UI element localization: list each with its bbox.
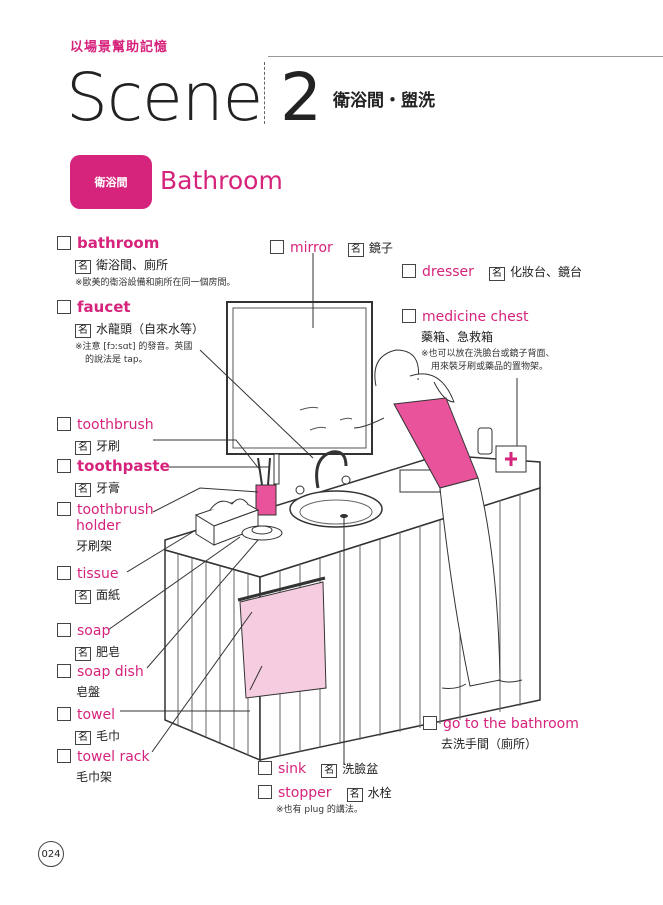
def-dresser: 化妝台、鏡台	[510, 265, 583, 279]
scene-subtitle: 衛浴間・盥洗	[333, 91, 435, 111]
section-badge: 衛浴間	[70, 155, 152, 209]
scene-number: 2	[280, 59, 322, 136]
checkbox[interactable]	[402, 264, 416, 278]
pos-noun: 名	[75, 590, 91, 604]
vocab-tissue: tissue 名面紙	[57, 563, 120, 604]
term-bathroom: bathroom	[77, 234, 160, 252]
def-towel: 毛巾	[96, 729, 121, 743]
term-stopper: stopper	[278, 785, 332, 801]
term-mirror: mirror	[290, 240, 333, 256]
page-number: 024	[38, 841, 64, 867]
term-soap-dish: soap dish	[77, 664, 144, 680]
def-sink: 洗臉盆	[342, 762, 379, 776]
checkbox[interactable]	[57, 707, 71, 721]
def-towel-rack: 毛巾架	[76, 770, 113, 784]
def-tissue: 面紙	[96, 588, 121, 602]
checkbox[interactable]	[57, 664, 71, 678]
def-toothbrush-holder: 牙刷架	[76, 539, 113, 553]
vocab-soap: soap 名肥皂	[57, 620, 120, 661]
def-go-to-bathroom: 去洗手間（廁所）	[441, 737, 538, 751]
scene-title: Scene	[66, 59, 263, 136]
vocab-stopper: stopper 名水栓 ※也有 plug 的講法。	[258, 782, 392, 817]
def-stopper: 水栓	[367, 786, 392, 800]
pos-noun: 名	[75, 441, 91, 455]
checkbox[interactable]	[57, 623, 71, 637]
checkbox[interactable]	[402, 309, 416, 323]
section-title: Bathroom	[160, 166, 283, 195]
checkbox[interactable]	[57, 417, 71, 431]
pos-noun: 名	[75, 260, 91, 274]
def-bathroom: 衛浴間、廁所	[96, 258, 169, 272]
checkbox[interactable]	[57, 566, 71, 580]
term-toothbrush-holder-1: toothbrush	[77, 502, 154, 518]
checkbox[interactable]	[258, 785, 272, 799]
note-faucet-2: 的說法是 tap。	[85, 355, 148, 365]
term-sink: sink	[278, 761, 307, 777]
pos-noun: 名	[347, 243, 364, 257]
checkbox[interactable]	[57, 236, 71, 250]
note-medicine-chest-1: ※也可以放在洗臉台或鏡子背面、	[421, 349, 555, 359]
kicker-text: 以場景幫助記憶	[70, 40, 169, 55]
vocab-mirror: mirror 名鏡子	[270, 237, 393, 257]
vocab-sink: sink 名洗臉盆	[258, 758, 378, 778]
def-mirror: 鏡子	[368, 241, 393, 255]
title-divider	[264, 62, 265, 124]
def-soap: 肥皂	[96, 645, 121, 659]
term-tissue: tissue	[77, 566, 119, 582]
term-soap: soap	[77, 623, 111, 639]
term-go-to-bathroom: go to the bathroom	[443, 716, 579, 732]
vocab-dresser: dresser 名化妝台、鏡台	[402, 261, 582, 281]
note-faucet-1: ※注意 [fɔːsɑt] 的發音。英國	[75, 342, 193, 352]
checkbox[interactable]	[57, 749, 71, 763]
pos-noun: 名	[75, 324, 91, 338]
pos-noun: 名	[75, 647, 91, 661]
def-medicine-chest: 藥箱、急救箱	[421, 330, 494, 344]
vocab-toothbrush: toothbrush 名牙刷	[57, 414, 154, 455]
def-toothbrush: 牙刷	[96, 439, 121, 453]
vocab-toothbrush-holder: toothbrush holder 牙刷架	[57, 499, 154, 554]
term-towel: towel	[77, 707, 116, 723]
term-toothbrush-holder-2: holder	[76, 518, 121, 534]
pos-noun: 名	[346, 788, 363, 802]
vocab-soap-dish: soap dish 皂盤	[57, 661, 144, 700]
vocab-towel: towel 名毛巾	[57, 704, 120, 745]
note-bathroom: ※歐美的衛浴設備和廁所在同一個房間。	[75, 278, 236, 288]
term-toothbrush: toothbrush	[77, 417, 154, 433]
term-dresser: dresser	[422, 264, 474, 280]
checkbox[interactable]	[423, 716, 437, 730]
pos-noun: 名	[75, 483, 91, 497]
def-toothpaste: 牙膏	[96, 481, 121, 495]
pos-noun: 名	[75, 731, 91, 745]
pos-noun: 名	[489, 267, 505, 281]
def-faucet: 水龍頭（自來水等）	[96, 322, 205, 336]
term-medicine-chest: medicine chest	[422, 309, 529, 325]
checkbox[interactable]	[258, 761, 272, 775]
vocab-go-to-bathroom: go to the bathroom 去洗手間（廁所）	[423, 713, 579, 752]
term-faucet: faucet	[77, 298, 131, 316]
vocab-faucet: faucet 名水龍頭（自來水等） ※注意 [fɔːsɑt] 的發音。英國 的說…	[57, 297, 204, 367]
header-rule	[268, 56, 663, 57]
term-towel-rack: towel rack	[77, 749, 150, 765]
checkbox[interactable]	[57, 459, 71, 473]
vocab-medicine-chest: medicine chest 藥箱、急救箱 ※也可以放在洗臉台或鏡子背面、 用來…	[402, 306, 555, 374]
def-soap-dish: 皂盤	[76, 685, 101, 699]
term-toothpaste: toothpaste	[77, 457, 170, 475]
pos-noun: 名	[321, 764, 338, 778]
vocab-toothpaste: toothpaste 名牙膏	[57, 456, 170, 497]
note-stopper: ※也有 plug 的講法。	[276, 805, 363, 815]
note-medicine-chest-2: 用來裝牙刷或藥品的置物架。	[431, 362, 549, 372]
vocab-towel-rack: towel rack 毛巾架	[57, 746, 150, 785]
checkbox[interactable]	[57, 502, 71, 516]
vocab-bathroom: bathroom 名衛浴間、廁所 ※歐美的衛浴設備和廁所在同一個房間。	[57, 233, 236, 290]
checkbox[interactable]	[270, 240, 284, 254]
checkbox[interactable]	[57, 300, 71, 314]
